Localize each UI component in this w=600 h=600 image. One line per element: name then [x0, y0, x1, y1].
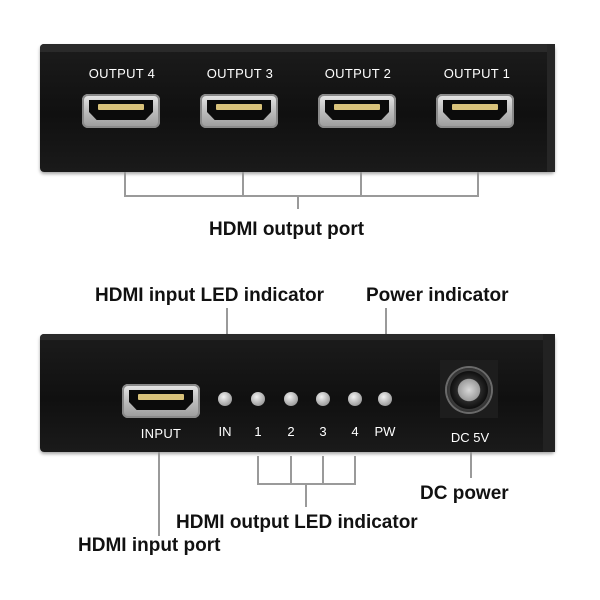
- leader-line: [158, 452, 160, 536]
- input-label: INPUT: [140, 426, 182, 441]
- bracket-line: [124, 172, 126, 196]
- leader-line: [226, 308, 228, 334]
- led-4-label: 4: [351, 424, 359, 439]
- leader-line: [470, 452, 472, 478]
- led-pw-label: PW: [374, 424, 396, 439]
- led-in-label: IN: [218, 424, 232, 439]
- leader-line: [385, 308, 387, 334]
- callout-hdmi-output-led: HDMI output LED indicator: [176, 512, 418, 533]
- led-2-label: 2: [287, 424, 295, 439]
- hdmi-output-3-port: [200, 94, 278, 128]
- output-2-label: OUTPUT 2: [324, 66, 392, 81]
- panel-side-rim: [543, 334, 555, 452]
- led-1-indicator: [251, 392, 265, 406]
- callout-power-indicator: Power indicator: [366, 285, 509, 306]
- hdmi-output-4-port: [82, 94, 160, 128]
- led-pw-indicator: [378, 392, 392, 406]
- led-3-label: 3: [319, 424, 327, 439]
- hdmi-output-1-port: [436, 94, 514, 128]
- bracket-line: [124, 195, 479, 197]
- bracket-line: [477, 172, 479, 196]
- bracket-line: [257, 456, 259, 484]
- bracket-line: [242, 172, 244, 196]
- panel-side-rim: [547, 44, 555, 172]
- splitter-output-panel: OUTPUT 4 OUTPUT 3 OUTPUT 2 OUTPUT 1: [40, 44, 555, 172]
- callout-hdmi-input-led: HDMI input LED indicator: [95, 285, 325, 306]
- led-in-indicator: [218, 392, 232, 406]
- led-3-indicator: [316, 392, 330, 406]
- bracket-line: [297, 195, 299, 209]
- panel-top-rim: [40, 334, 555, 340]
- callout-hdmi-output-port: HDMI output port: [209, 219, 365, 240]
- led-4-indicator: [348, 392, 362, 406]
- callout-dc-power: DC power: [420, 483, 509, 504]
- panel-top-rim: [40, 44, 555, 52]
- output-1-label: OUTPUT 1: [443, 66, 511, 81]
- bracket-line: [354, 456, 356, 484]
- dc-5v-label: DC 5V: [450, 430, 490, 445]
- bracket-line: [322, 456, 324, 484]
- output-3-label: OUTPUT 3: [206, 66, 274, 81]
- output-4-label: OUTPUT 4: [88, 66, 156, 81]
- hdmi-input-port: [122, 384, 200, 418]
- led-1-label: 1: [254, 424, 262, 439]
- bracket-line: [360, 172, 362, 196]
- led-2-indicator: [284, 392, 298, 406]
- bracket-line: [290, 456, 292, 484]
- hdmi-output-2-port: [318, 94, 396, 128]
- dc-power-jack: [447, 368, 491, 412]
- bracket-line: [305, 483, 307, 507]
- callout-hdmi-input-port: HDMI input port: [78, 535, 221, 556]
